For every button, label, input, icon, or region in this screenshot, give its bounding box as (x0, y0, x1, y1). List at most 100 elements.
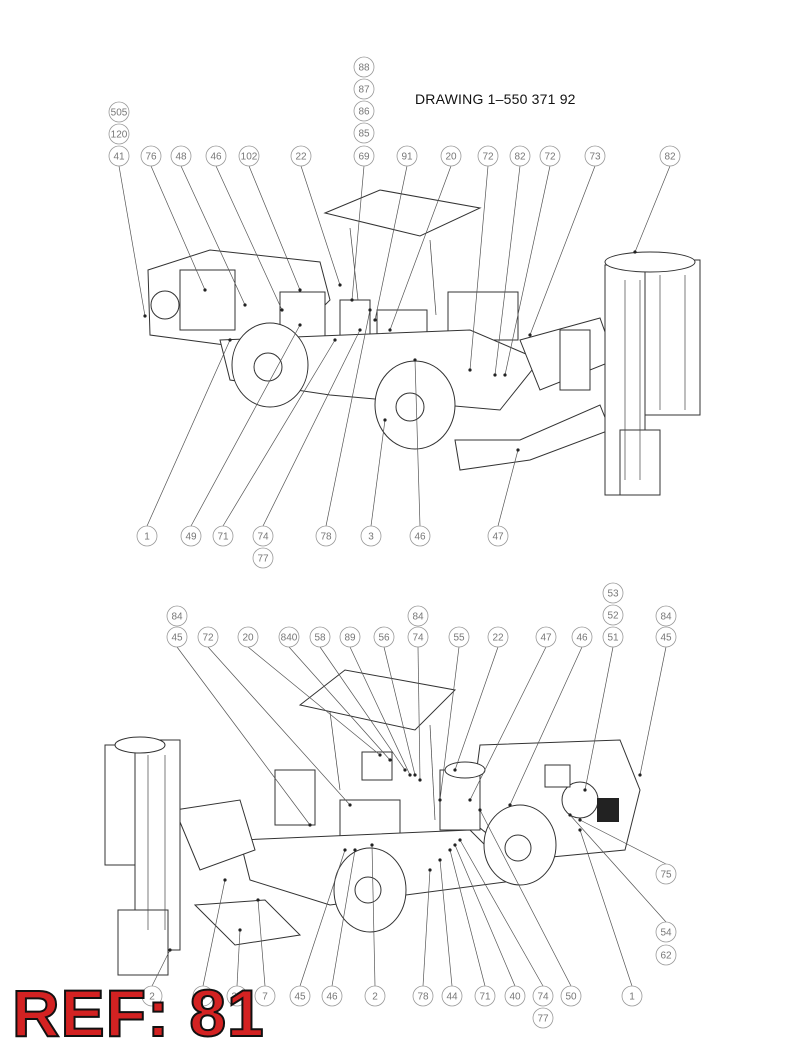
top-leader-3 (370, 419, 386, 527)
bottom-callout-56: 56 (373, 626, 395, 648)
top-callout-circle (353, 56, 375, 78)
bottom-callout-37: 37 (226, 985, 248, 1007)
bottom-leader-50 (479, 809, 572, 987)
top-callout-number: 72 (544, 152, 556, 163)
bottom-callout-circle (532, 1007, 554, 1029)
bottom-callout-circle (655, 944, 677, 966)
bottom-callout-circle (412, 985, 434, 1007)
bottom-callout-circle (655, 921, 677, 943)
top-callout-circle (477, 145, 499, 167)
top-leader-69 (351, 165, 365, 301)
bottom-leader-37 (236, 929, 241, 987)
bottom-engine-cover (544, 764, 571, 788)
top-callout-circle (315, 525, 337, 547)
top-callout-number: 86 (358, 107, 370, 118)
top-carousel-cap (604, 251, 696, 273)
bottom-callout-number: 71 (479, 992, 491, 1003)
bottom-callout-number: 2 (372, 992, 378, 1003)
bottom-callout-number: 45 (294, 992, 306, 1003)
top-leader-tip-91 (373, 318, 377, 322)
top-callout-20: 20 (440, 145, 462, 167)
bottom-boom-joint (174, 799, 256, 871)
bottom-leader-22 (454, 646, 499, 771)
top-callout-72: 72 (539, 145, 561, 167)
top-callout-circle (212, 525, 234, 547)
top-callout-circle (659, 145, 681, 167)
top-boom-cylinder (559, 329, 591, 391)
bottom-leader-tip-37 (238, 928, 242, 932)
bottom-callout-number: 46 (326, 992, 338, 1003)
bottom-callout-number: 52 (607, 611, 619, 622)
top-leader-tip-69 (350, 298, 354, 302)
bottom-callout-number: 44 (446, 992, 458, 1003)
top-callout-number: 47 (492, 532, 504, 543)
bottom-rear-hub (504, 834, 532, 862)
bottom-leader-55 (439, 646, 460, 801)
top-callout-73: 73 (584, 145, 606, 167)
bottom-leader-44 (439, 859, 453, 987)
bottom-callout-53: 53 (602, 582, 624, 604)
bottom-callout-72: 72 (197, 626, 219, 648)
bottom-callout-circle (621, 985, 643, 1007)
bottom-callout-40: 40 (504, 985, 526, 1007)
top-callout-41: 41 (108, 145, 130, 167)
bottom-callout-77: 77 (532, 1007, 554, 1029)
bottom-radiator-grille (597, 798, 619, 822)
bottom-leader-2 (151, 949, 171, 987)
bottom-callout-circle (237, 626, 259, 648)
bottom-callout-74: 74 (532, 985, 554, 1007)
bottom-callout-number: 8 (200, 992, 206, 1003)
top-leader-tip-72 (468, 368, 472, 372)
top-callout-76: 76 (140, 145, 162, 167)
top-callout-circle (170, 145, 192, 167)
top-leader-tip-71 (333, 338, 337, 342)
bottom-callout-circle (309, 626, 331, 648)
bottom-leader-46 (509, 646, 583, 806)
top-callout-number: 41 (113, 152, 125, 163)
bottom-callout-circle (197, 626, 219, 648)
top-callout-number: 1 (144, 532, 150, 543)
top-callout-circle (539, 145, 561, 167)
bottom-drill-head (117, 909, 169, 976)
bottom-callout-45: 45 (166, 626, 188, 648)
bottom-leader-45 (639, 646, 667, 776)
top-leader-tip-22 (338, 283, 342, 287)
bottom-callout-circle (192, 985, 214, 1007)
bottom-callout-circle (254, 985, 276, 1007)
bottom-callout-55: 55 (448, 626, 470, 648)
bottom-callout-circle (532, 985, 554, 1007)
bottom-callout-78: 78 (412, 985, 434, 1007)
top-callout-1: 1 (136, 525, 158, 547)
top-callout-71: 71 (212, 525, 234, 547)
top-leader-102 (248, 165, 301, 291)
top-leader-tip-78 (368, 308, 372, 312)
top-callout-number: 74 (257, 532, 269, 543)
bottom-leader-72 (207, 646, 351, 806)
top-callout-86: 86 (353, 100, 375, 122)
top-front-hub (395, 392, 425, 422)
top-callout-82: 82 (509, 145, 531, 167)
bottom-callout-45: 45 (655, 626, 677, 648)
top-leader-82 (494, 165, 521, 376)
top-callout-circle (409, 525, 431, 547)
bottom-callout-number: 74 (537, 992, 549, 1003)
bottom-callout-number: 1 (629, 992, 635, 1003)
bottom-callout-44: 44 (441, 985, 463, 1007)
bottom-callout-circle (364, 985, 386, 1007)
bottom-leader-74 (417, 646, 421, 781)
bottom-callout-circle (655, 605, 677, 627)
top-callout-number: 87 (358, 85, 370, 96)
bottom-callout-2: 2 (141, 985, 163, 1007)
top-callout-number: 76 (145, 152, 157, 163)
top-callout-circle (360, 525, 382, 547)
bottom-leader-tip-46 (508, 803, 512, 807)
top-callout-number: 505 (111, 108, 128, 119)
top-leader-73 (529, 165, 596, 336)
bottom-leader-71 (449, 849, 486, 987)
drawing-title: DRAWING 1–550 371 92 (415, 91, 576, 107)
bottom-leader-tip-71 (448, 848, 452, 852)
top-callout-47: 47 (487, 525, 509, 547)
bottom-callout-number: 2 (149, 992, 155, 1003)
bottom-callout-circle (141, 985, 163, 1007)
